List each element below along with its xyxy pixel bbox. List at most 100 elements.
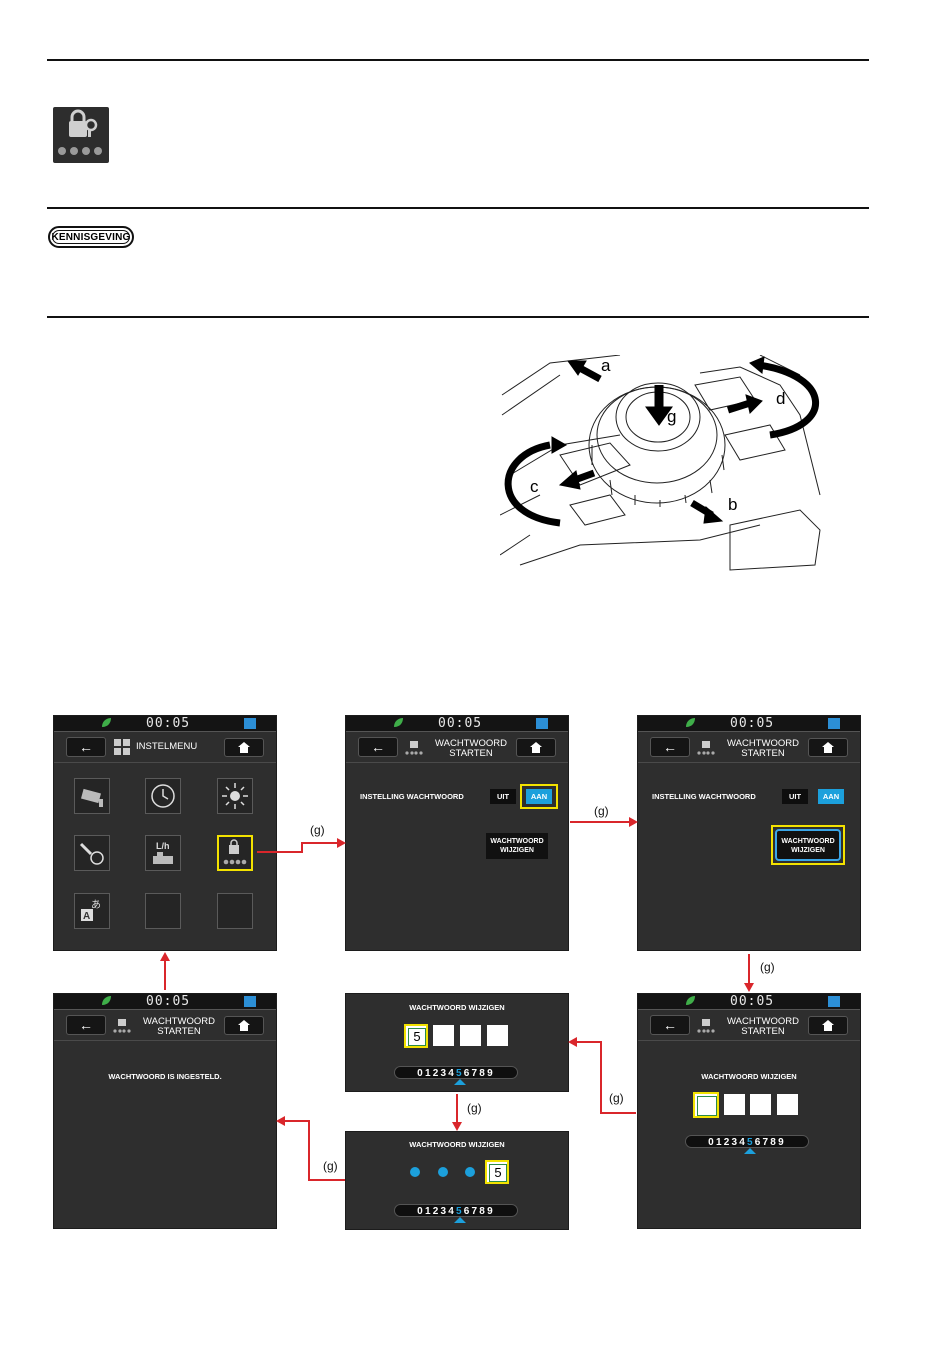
nav-bar: ← WACHTWOORD STARTEN xyxy=(346,732,568,763)
clock: 00:05 xyxy=(146,716,191,731)
digit: 2 xyxy=(723,1137,732,1148)
home-button[interactable] xyxy=(808,738,848,757)
maintenance-tile[interactable] xyxy=(74,835,110,871)
padlock-icon xyxy=(405,741,423,755)
back-button[interactable]: ← xyxy=(650,737,690,757)
padlock-icon xyxy=(223,839,247,865)
title-line-1: WACHTWOORD xyxy=(143,1016,215,1027)
screen-change-entry-first: WACHTWOORD WIJZIGEN 5 0123456789 xyxy=(345,993,569,1092)
svg-text:A: A xyxy=(83,911,90,922)
screen-title: WACHTWOORD STARTEN xyxy=(134,1017,224,1037)
home-button[interactable] xyxy=(516,738,556,757)
off-button[interactable]: UIT xyxy=(490,789,516,804)
back-button[interactable]: ← xyxy=(66,737,106,757)
home-icon xyxy=(822,742,834,753)
digit: 1 xyxy=(424,1068,433,1079)
password-setting-label: INSTELLING WACHTWOORD xyxy=(652,792,756,801)
screen-password-start: 00:05 ← WACHTWOORD STARTEN INSTELLING WA… xyxy=(345,715,569,951)
eco-icon xyxy=(686,718,695,727)
digit-selector[interactable]: 0123456789 xyxy=(685,1135,809,1148)
pin-box-1: 5 xyxy=(404,1024,428,1048)
digit: 8 xyxy=(770,1137,779,1148)
step-label: (g) xyxy=(594,804,609,818)
title-line-2: STARTEN xyxy=(741,748,785,759)
screen-title: WACHTWOORD STARTEN xyxy=(718,1017,808,1037)
brightness-tile[interactable] xyxy=(217,778,253,814)
nav-bar: ← INSTELMENU xyxy=(54,732,276,763)
middle-rule xyxy=(47,207,869,209)
title-line-1: WACHTWOORD xyxy=(727,738,799,749)
password-lock-icon xyxy=(53,107,109,163)
back-button[interactable]: ← xyxy=(66,1015,106,1035)
digit: 2 xyxy=(432,1206,441,1217)
change-password-button[interactable]: WACHTWOORD WIJZIGEN xyxy=(486,833,548,859)
fuel-rate-tile[interactable]: L/h xyxy=(145,835,181,871)
flow-arrow xyxy=(282,1120,345,1181)
home-icon xyxy=(530,742,542,753)
digit: 4 xyxy=(448,1068,456,1079)
digit-selected: 5 xyxy=(456,1206,464,1217)
sun-icon xyxy=(222,783,248,809)
digit: 3 xyxy=(731,1137,740,1148)
change-password-button[interactable]: WACHTWOORD WIJZIGEN xyxy=(775,829,841,861)
step-label: (g) xyxy=(310,823,325,837)
digit-selector[interactable]: 0123456789 xyxy=(394,1066,518,1079)
password-tile[interactable] xyxy=(217,835,253,871)
home-button[interactable] xyxy=(224,1016,264,1035)
network-icon xyxy=(244,996,256,1007)
camera-tile[interactable] xyxy=(74,778,110,814)
status-bar: 00:05 xyxy=(346,716,568,732)
empty-tile xyxy=(145,893,181,929)
padlock-icon xyxy=(697,741,715,755)
pin-box-1 xyxy=(693,1092,719,1118)
clock: 00:05 xyxy=(438,716,483,731)
digit: 0 xyxy=(708,1137,716,1148)
change-title: WACHTWOORD WIJZIGEN xyxy=(409,1003,505,1012)
back-button[interactable]: ← xyxy=(650,1015,690,1035)
grid-menu-icon xyxy=(114,739,130,755)
digit-selector[interactable]: 0123456789 xyxy=(394,1204,518,1217)
digit: 3 xyxy=(440,1206,449,1217)
change-line-1: WACHTWOORD xyxy=(781,838,835,845)
clock-tile[interactable] xyxy=(145,778,181,814)
screen-title: WACHTWOORD STARTEN xyxy=(718,739,808,759)
pin-digit: 5 xyxy=(489,1164,507,1182)
home-button[interactable] xyxy=(224,738,264,757)
bottom-rule xyxy=(47,316,869,318)
eco-icon xyxy=(394,718,403,727)
digit: 7 xyxy=(471,1206,480,1217)
pin-dot xyxy=(438,1167,448,1177)
joystick-label-a: a xyxy=(601,356,611,375)
fuel-rate-icon: L/h xyxy=(153,841,173,864)
top-rule xyxy=(47,59,869,61)
selector-caret-icon xyxy=(454,1217,466,1223)
screen-change-entry-last: WACHTWOORD WIJZIGEN 5 0123456789 xyxy=(345,1131,569,1230)
padlock-icon xyxy=(697,1019,715,1033)
digit: 6 xyxy=(754,1137,763,1148)
status-bar: 00:05 xyxy=(54,716,276,732)
pin-box-inner xyxy=(697,1096,717,1116)
digit: 7 xyxy=(471,1068,480,1079)
digit: 0 xyxy=(417,1068,425,1079)
digit: 7 xyxy=(762,1137,771,1148)
joystick-illustration: a b c d e f g xyxy=(486,354,837,583)
title-line-2: STARTEN xyxy=(449,748,493,759)
camera-icon xyxy=(81,788,103,807)
home-button[interactable] xyxy=(808,1016,848,1035)
pin-dot xyxy=(465,1167,475,1177)
on-button[interactable]: AAN xyxy=(526,789,552,804)
digit-selected: 5 xyxy=(456,1068,464,1079)
network-icon xyxy=(828,996,840,1007)
on-button[interactable]: AAN xyxy=(818,789,844,804)
wrench-timer-icon xyxy=(79,842,104,865)
pin-box-2 xyxy=(433,1025,454,1046)
digit: 1 xyxy=(424,1206,433,1217)
notice-badge: KENNISGEVING xyxy=(48,226,134,248)
off-button[interactable]: UIT xyxy=(782,789,808,804)
screen-title: WACHTWOORD STARTEN xyxy=(426,739,516,759)
change-title: WACHTWOORD WIJZIGEN xyxy=(701,1072,797,1081)
change-line-2: WIJZIGEN xyxy=(791,847,825,854)
back-button[interactable]: ← xyxy=(358,737,398,757)
selector-caret-icon xyxy=(454,1079,466,1085)
